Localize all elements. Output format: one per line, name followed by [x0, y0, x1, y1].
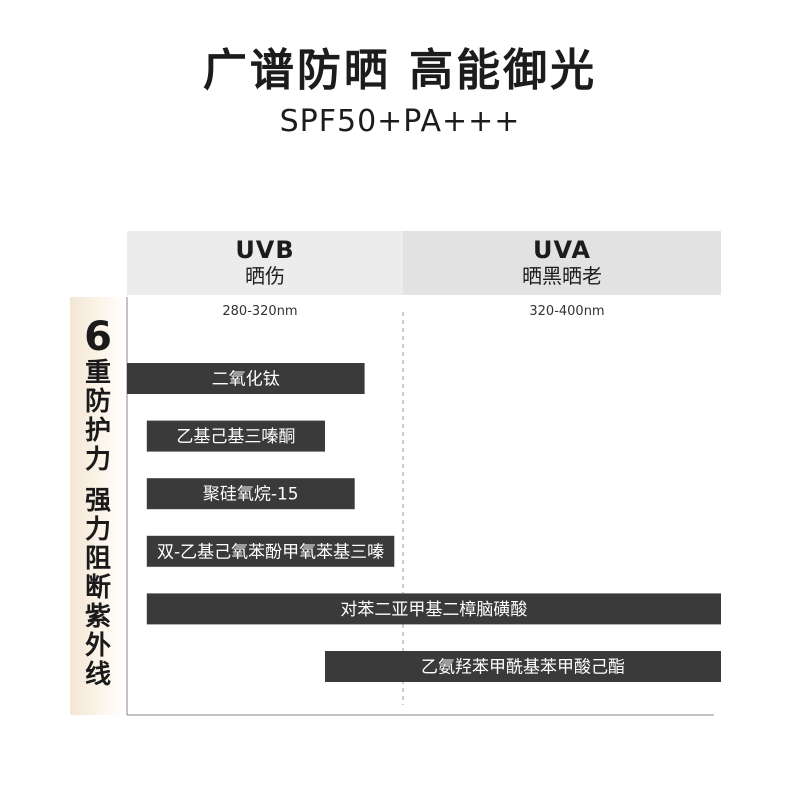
uva-label: 晒黑晒老	[522, 264, 602, 288]
bar-2	[146, 420, 325, 452]
bar-label-4: 双-乙基己氧苯酚甲氧苯基三嗪	[157, 542, 384, 562]
protection-text: 重防护力	[84, 358, 111, 475]
protection-count: 6	[84, 314, 112, 360]
protection-side-panel: 6 重防护力 强力阻断紫外线	[70, 297, 126, 715]
bar-label-3: 聚硅氧烷-15	[203, 485, 299, 505]
bar-4	[146, 535, 395, 567]
bar-5	[146, 593, 722, 625]
bar-6	[325, 651, 721, 682]
page-title: 广谱防晒 高能御光	[202, 45, 598, 96]
bar-label-2: 乙基己基三嗪酮	[176, 427, 295, 447]
uva-code: UVA	[532, 236, 591, 264]
uvb-code: UVB	[235, 236, 295, 264]
uva-range: 320-400nm	[529, 304, 605, 319]
uv-block-text: 强力阻断紫外线	[84, 486, 111, 690]
uvb-range: 280-320nm	[222, 304, 298, 319]
uvb-label: 晒伤	[245, 264, 285, 288]
bar-label-6: 乙氨羟苯甲酰基苯甲酸己酯	[421, 658, 625, 678]
spf-rating: SPF50+PA+++	[279, 104, 521, 139]
uva-header: UVA 晒黑晒老	[403, 231, 721, 295]
bar-1	[127, 363, 365, 394]
bar-3	[146, 478, 355, 510]
uvb-header: UVB 晒伤	[127, 231, 403, 295]
bar-label-1: 二氧化钛	[212, 370, 280, 390]
bar-label-5: 对苯二亚甲基二樟脑磺酸	[340, 600, 527, 620]
